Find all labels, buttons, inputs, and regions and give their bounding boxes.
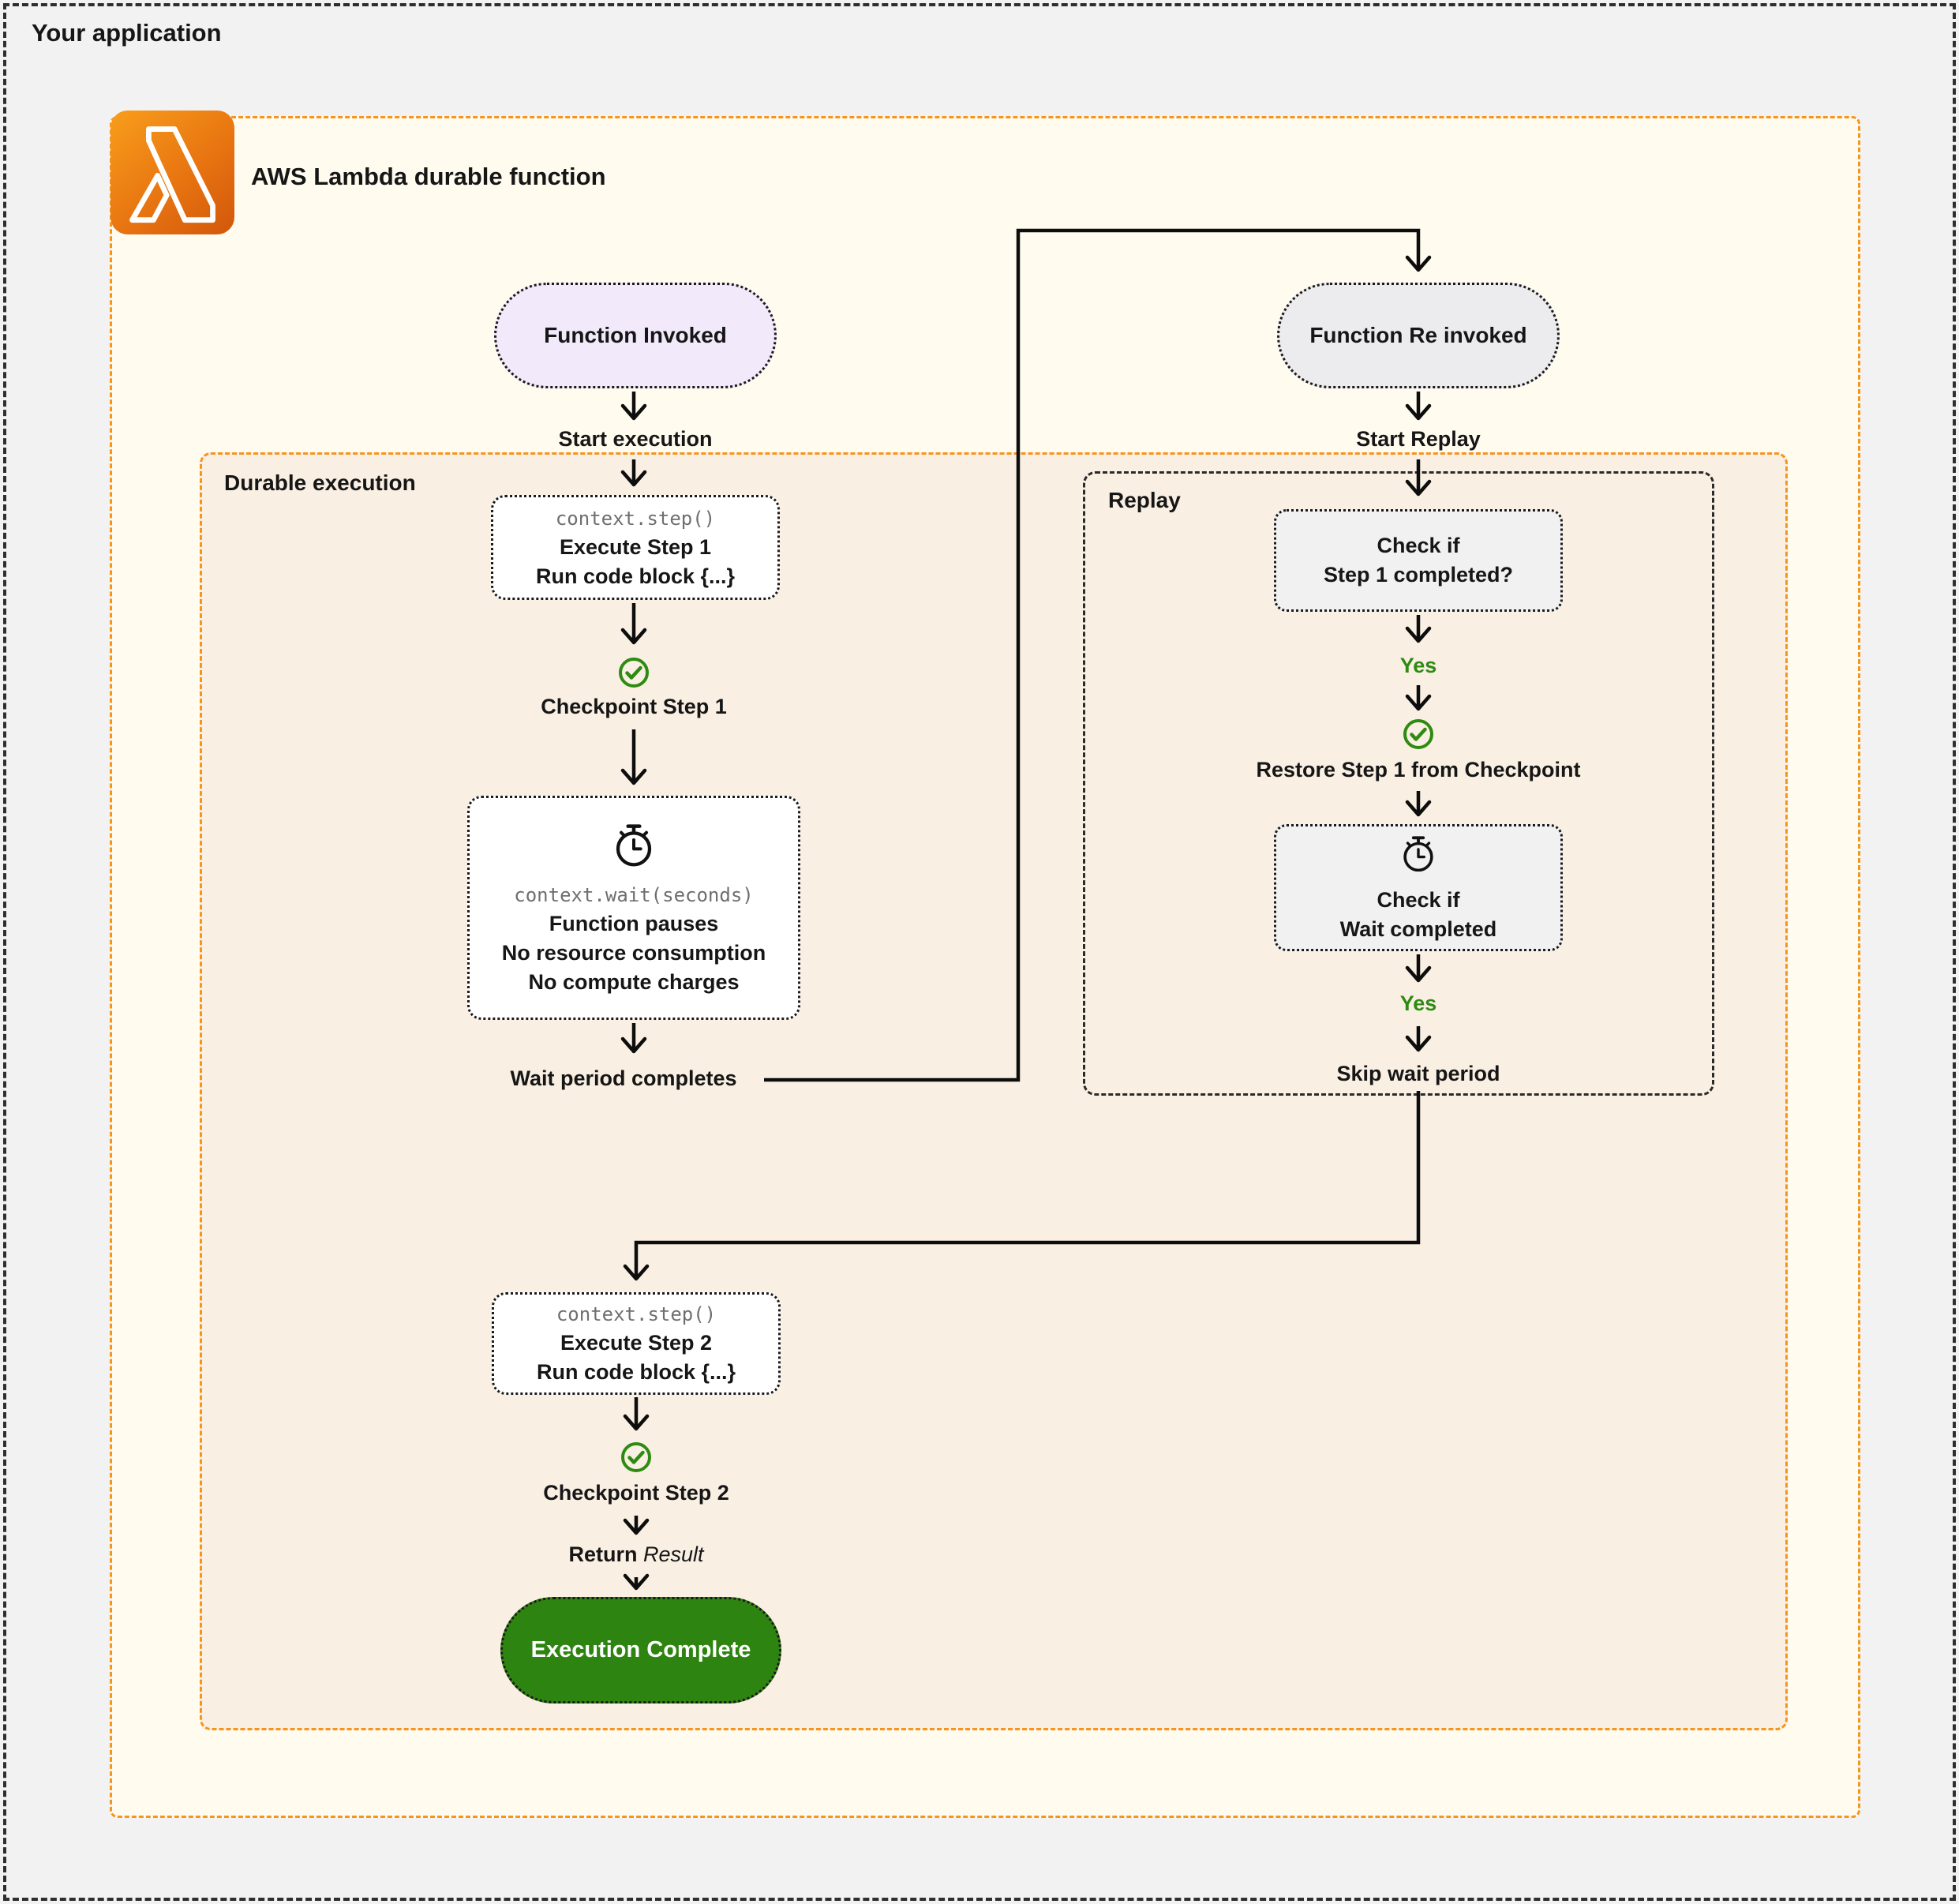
- node-execute-step1: context.step() Execute Step 1 Run code b…: [491, 495, 780, 600]
- return-value: Result: [642, 1542, 704, 1566]
- step2-code: context.step(): [556, 1303, 717, 1325]
- lambda-box-title: AWS Lambda durable function: [251, 163, 606, 190]
- wait-code: context.wait(seconds): [514, 883, 754, 906]
- durable-execution-label: Durable execution: [224, 470, 416, 495]
- label-checkpoint-step1: Checkpoint Step 1: [541, 695, 727, 718]
- node-execute-step2: context.step() Execute Step 2 Run code b…: [492, 1292, 781, 1395]
- label-wait-period-completes: Wait period completes: [510, 1066, 737, 1090]
- label-checkpoint-step2: Checkpoint Step 2: [543, 1481, 729, 1505]
- label-yes-wait: Yes: [1399, 991, 1437, 1015]
- label-yes-step1: Yes: [1399, 654, 1437, 677]
- application-title: Your application: [32, 19, 222, 47]
- stopwatch-icon: [1397, 832, 1440, 883]
- replay-label: Replay: [1108, 488, 1181, 512]
- stopwatch-icon: [609, 819, 659, 878]
- node-function-reinvoked: Function Re invoked: [1277, 283, 1560, 388]
- step2-subtitle: Run code block {...}: [536, 1360, 736, 1384]
- label-skip-wait-period: Skip wait period: [1336, 1062, 1500, 1085]
- check-step1-line2: Step 1 completed?: [1323, 563, 1514, 587]
- return-keyword: Return: [568, 1542, 638, 1566]
- wait-line2: No resource consumption: [501, 940, 766, 965]
- check-circle-icon: [616, 655, 651, 690]
- check-wait-line2: Wait completed: [1339, 916, 1497, 941]
- step1-title: Execute Step 1: [559, 534, 712, 559]
- label-return-result: Return Result: [478, 1542, 794, 1567]
- node-function-reinvoked-label: Function Re invoked: [1309, 323, 1527, 347]
- node-check-step1-completed: Check if Step 1 completed?: [1274, 509, 1563, 612]
- check-wait-line1: Check if: [1377, 887, 1460, 912]
- node-check-wait-completed: Check if Wait completed: [1274, 824, 1563, 951]
- node-execution-complete-label: Execution Complete: [530, 1637, 751, 1662]
- node-function-invoked-label: Function Invoked: [544, 323, 727, 347]
- aws-lambda-icon: [110, 111, 234, 234]
- label-start-replay: Start Replay: [1356, 427, 1481, 451]
- step2-title: Execute Step 2: [560, 1331, 713, 1355]
- label-restore-step1: Restore Step 1 from Checkpoint: [1256, 758, 1581, 781]
- step1-subtitle: Run code block {...}: [535, 564, 736, 588]
- node-execution-complete: Execution Complete: [500, 1597, 781, 1703]
- node-context-wait: context.wait(seconds) Function pauses No…: [467, 796, 800, 1020]
- label-start-execution: Start execution: [558, 427, 713, 451]
- wait-line3: No compute charges: [528, 969, 740, 994]
- wait-line1: Function pauses: [549, 911, 719, 935]
- node-function-invoked: Function Invoked: [494, 283, 777, 388]
- check-step1-line1: Check if: [1377, 534, 1460, 557]
- check-circle-icon: [619, 1440, 654, 1475]
- check-circle-icon: [1401, 717, 1436, 751]
- step1-code: context.step(): [555, 507, 716, 530]
